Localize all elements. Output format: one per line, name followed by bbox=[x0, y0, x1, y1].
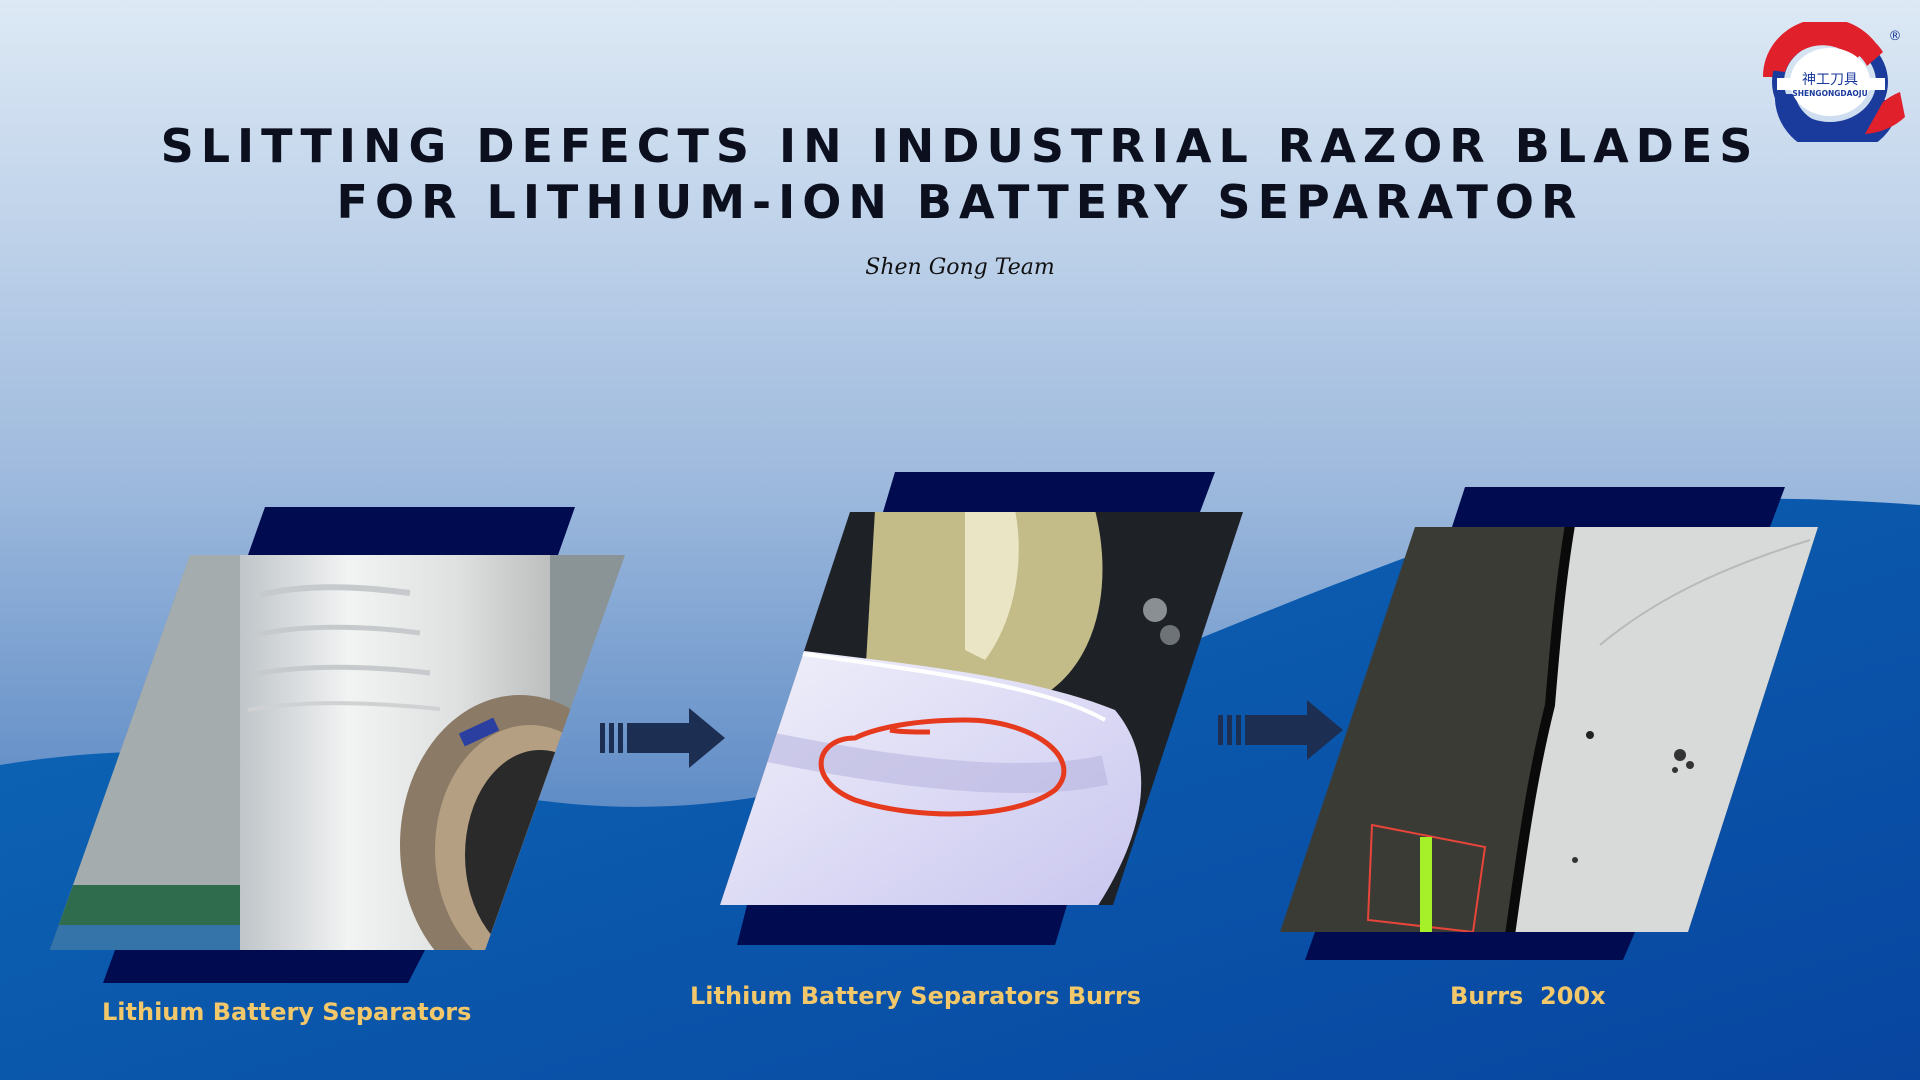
panel-2-caption: Lithium Battery Separators Burrs bbox=[690, 982, 1142, 1010]
microscope-200x-photo bbox=[1280, 487, 1818, 960]
separator-roll-photo bbox=[50, 507, 625, 983]
slide-subtitle: Shen Gong Team bbox=[865, 255, 1055, 280]
slide-title-line-1: SLITTING DEFECTS IN INDUSTRIAL RAZOR BLA… bbox=[160, 119, 1760, 173]
panel-2-bottom-bar bbox=[737, 905, 1067, 945]
panel-3-caption: Burrs 200x bbox=[1450, 982, 1606, 1010]
arrow-right-icon bbox=[1218, 700, 1343, 760]
company-logo: 神工刀具 SHENGONGDAOJU ® bbox=[1762, 22, 1905, 142]
panel-1-top-bar bbox=[248, 507, 575, 555]
panel-1-caption: Lithium Battery Separators bbox=[102, 998, 472, 1026]
logo-registered-mark: ® bbox=[1889, 29, 1902, 44]
burr-highlight bbox=[1420, 837, 1432, 932]
panel-2-top-bar bbox=[883, 472, 1215, 512]
panel-1-bottom-bar bbox=[103, 950, 425, 983]
burr-annotation-circle bbox=[818, 717, 1067, 817]
burr-edge-photo bbox=[720, 472, 1243, 945]
panel-3-top-bar bbox=[1452, 487, 1785, 527]
slide-title-line-2: FOR LITHIUM-ION BATTERY SEPARATOR bbox=[336, 175, 1584, 229]
panel-3-bottom-bar bbox=[1305, 932, 1635, 960]
slide-title: SLITTING DEFECTS IN INDUSTRIAL RAZOR BLA… bbox=[0, 118, 1920, 230]
arrow-right-icon bbox=[600, 708, 725, 768]
logo-chinese-text: 神工刀具 bbox=[1802, 72, 1858, 88]
measurement-box bbox=[1366, 823, 1487, 932]
logo-english-text: SHENGONGDAOJU bbox=[1792, 89, 1867, 98]
